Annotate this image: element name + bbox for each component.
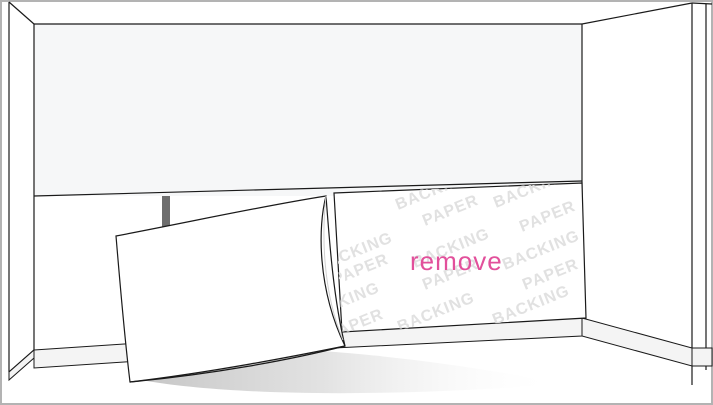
remove-label: remove — [410, 246, 503, 276]
back-wall-panel — [34, 24, 582, 196]
backing-paper-sheet: BACKING BACKING PAPER PAPER BACKING BACK… — [300, 165, 586, 343]
